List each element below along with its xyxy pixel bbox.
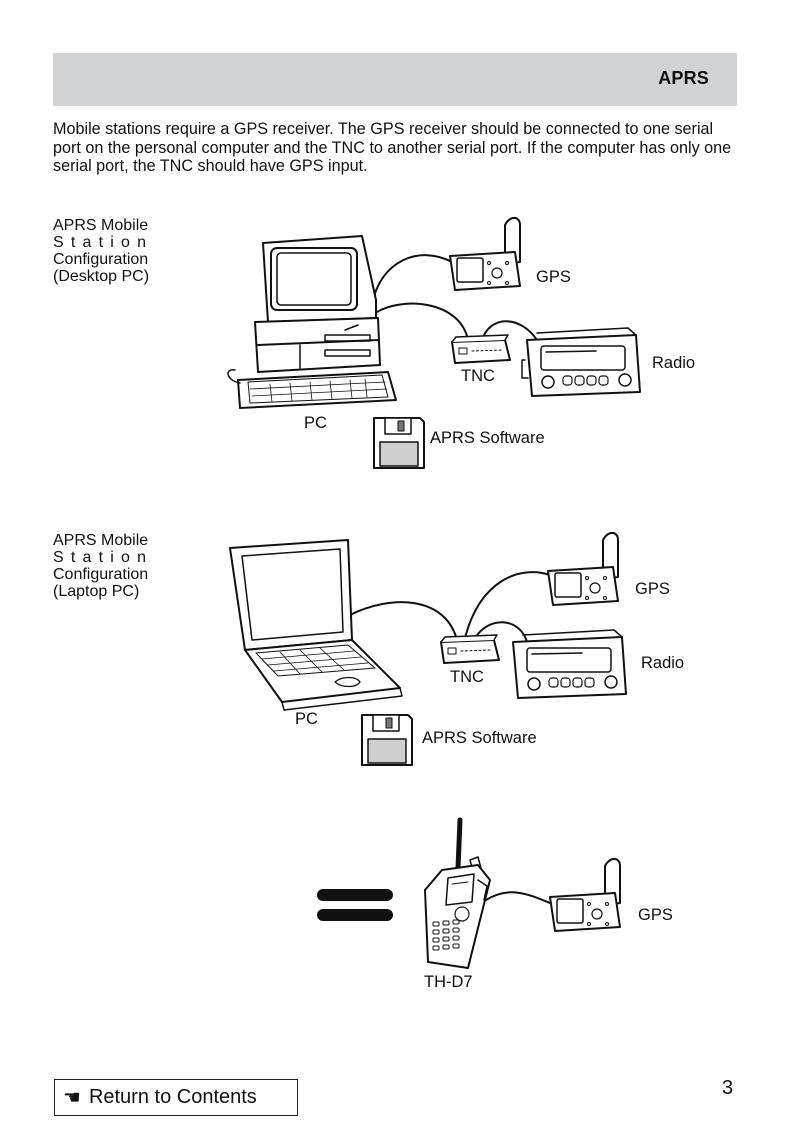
- laptop-gps-label: GPS: [635, 580, 670, 598]
- laptop-gps-receiver-icon: [547, 531, 619, 606]
- handheld-model-label: TH-D7: [424, 973, 473, 991]
- laptop-pc-label: PC: [295, 710, 318, 728]
- desktop-radio-cable: [481, 320, 538, 341]
- desktop-keyboard-icon: [227, 369, 397, 409]
- section-header: APRS: [53, 53, 737, 106]
- laptop-radio-icon: [512, 629, 627, 699]
- return-to-contents-label: Return to Contents: [88, 1086, 257, 1108]
- desktop-radio-icon: [521, 327, 641, 397]
- handheld-gps-receiver-icon: [549, 857, 621, 932]
- laptop-tnc-label: TNC: [450, 668, 484, 686]
- pointing-hand-icon: ☚: [63, 1086, 81, 1109]
- desktop-software-disk-icon: [373, 417, 425, 469]
- laptop-software-disk-icon: [361, 714, 413, 766]
- desktop-gps-label: GPS: [536, 268, 571, 286]
- desktop-radio-label: Radio: [652, 354, 696, 372]
- handheld-gps-label: GPS: [638, 906, 673, 924]
- laptop-tnc-cable: [349, 601, 458, 641]
- desktop-pc-label: PC: [304, 414, 327, 432]
- desktop-figure-caption: APRS Mobile Station Configuration (Deskt…: [53, 217, 154, 285]
- desktop-software-label: APRS Software: [430, 429, 545, 447]
- desktop-monitor-icon: [262, 235, 377, 323]
- desktop-gps-cable: [371, 254, 453, 306]
- laptop-software-label: APRS Software: [422, 729, 537, 747]
- laptop-gps-cable: [464, 571, 551, 639]
- desktop-tnc-icon: [451, 334, 511, 364]
- return-to-contents-button[interactable]: ☚ Return to Contents: [54, 1079, 298, 1116]
- desktop-computer-case-icon: [254, 317, 381, 373]
- page-number: 3: [722, 1077, 734, 1099]
- desktop-tnc-cable: [371, 302, 469, 341]
- section-title: APRS: [658, 68, 709, 88]
- laptop-figure-caption: APRS Mobile Station Configuration (Lapto…: [53, 532, 154, 600]
- intro-paragraph: Mobile stations require a GPS receiver. …: [53, 120, 732, 175]
- desktop-tnc-label: TNC: [461, 367, 495, 385]
- laptop-computer-icon: [229, 539, 403, 711]
- handheld-gps-cable: [485, 891, 551, 904]
- laptop-radio-label: Radio: [641, 654, 685, 672]
- equals-sign-icon: [317, 889, 393, 921]
- laptop-tnc-icon: [440, 634, 500, 664]
- desktop-gps-receiver-icon: [449, 216, 521, 291]
- th-d7-handheld-radio-icon: [424, 817, 491, 969]
